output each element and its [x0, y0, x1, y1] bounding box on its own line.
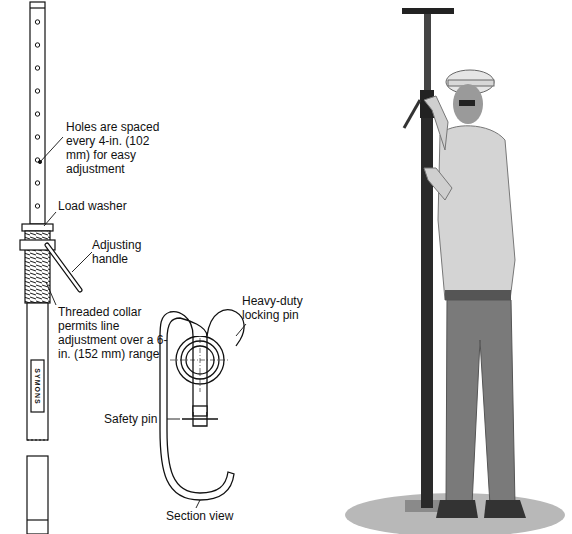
inner-tube [30, 2, 45, 224]
adjustment-hole [35, 112, 39, 116]
callout-label: Heavy-duty locking pin [242, 294, 314, 322]
leader-lines [38, 137, 246, 508]
adjustment-holes [35, 20, 39, 208]
adjustment-hole [35, 20, 39, 24]
adjustment-hole [35, 135, 39, 139]
callout-label: Load washer [58, 199, 127, 213]
adjustment-hole [35, 204, 39, 208]
section-view [160, 310, 244, 500]
brand-mark: SYMONS [33, 366, 42, 406]
adjustment-hole [35, 66, 39, 70]
callout-label: Threaded collar permits line adjustment … [58, 305, 170, 361]
photograph [345, 8, 565, 534]
callout-label: Adjusting handle [92, 238, 156, 266]
callout-label: Holes are spaced every 4-in. (102 mm) fo… [66, 120, 170, 176]
callout-label: Safety pin [104, 412, 157, 426]
adjustment-hole [35, 181, 39, 185]
outer-tube [27, 303, 48, 534]
adjustment-hole [35, 89, 39, 93]
load-washer [22, 224, 53, 231]
adjustment-hole [35, 43, 39, 47]
adjusting-handle [47, 245, 80, 290]
view-title: Section view [166, 509, 233, 523]
